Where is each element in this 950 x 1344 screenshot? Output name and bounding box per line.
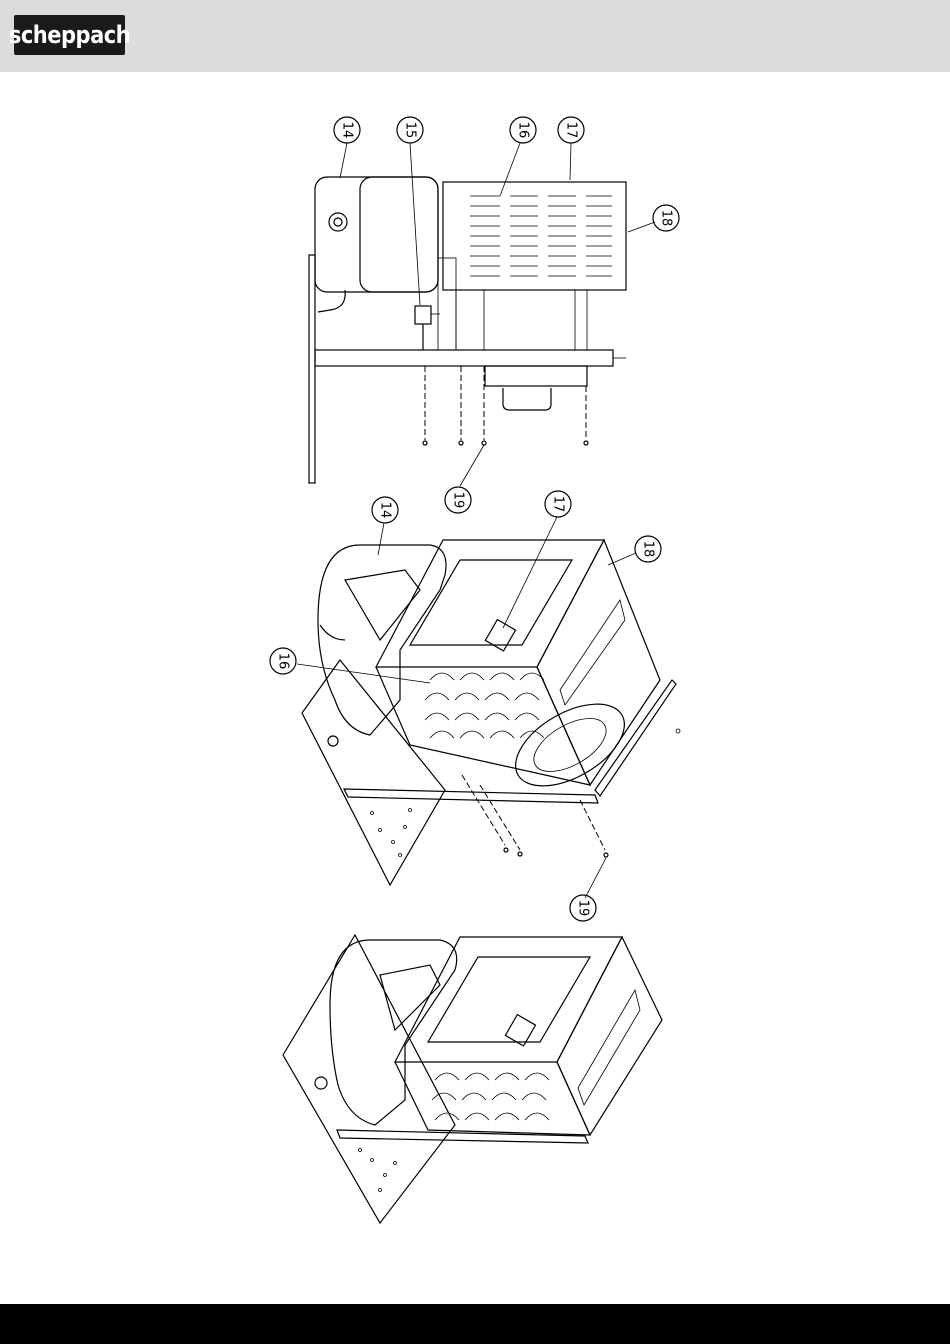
assembled-isometric-view bbox=[283, 935, 662, 1223]
svg-text:17: 17 bbox=[564, 122, 579, 139]
svg-text:14: 14 bbox=[340, 122, 355, 139]
callout-17-top: 17 bbox=[558, 117, 584, 143]
svg-text:15: 15 bbox=[403, 122, 418, 139]
exploded-parts-diagram: 14 15 16 17 18 19 bbox=[0, 72, 950, 1304]
svg-text:18: 18 bbox=[659, 210, 674, 227]
callout-18-top: 18 bbox=[653, 205, 679, 231]
svg-text:16: 16 bbox=[516, 122, 531, 139]
svg-text:14: 14 bbox=[378, 502, 393, 519]
callout-19-top: 19 bbox=[445, 487, 471, 513]
svg-text:19: 19 bbox=[451, 492, 466, 509]
callout-17-exploded: 17 bbox=[545, 491, 571, 517]
callouts-exploded-view: 14 17 18 16 19 bbox=[270, 491, 661, 921]
page-header: scheppach bbox=[0, 0, 950, 72]
svg-text:19: 19 bbox=[576, 900, 591, 917]
callout-14-exploded: 14 bbox=[372, 497, 398, 523]
page-footer bbox=[0, 1304, 950, 1344]
callout-18-exploded: 18 bbox=[635, 536, 661, 562]
scheppach-logo: scheppach bbox=[14, 15, 125, 55]
side-elevation-view bbox=[309, 143, 655, 486]
callout-16-top: 16 bbox=[510, 117, 536, 143]
logo-text: scheppach bbox=[9, 21, 130, 49]
svg-text:17: 17 bbox=[551, 496, 566, 513]
exploded-isometric-view bbox=[297, 517, 680, 898]
svg-text:18: 18 bbox=[641, 541, 656, 558]
callout-16-exploded: 16 bbox=[270, 648, 296, 674]
callout-14-top: 14 bbox=[334, 117, 360, 143]
callout-15-top: 15 bbox=[397, 117, 423, 143]
callout-19-exploded: 19 bbox=[570, 895, 596, 921]
svg-text:16: 16 bbox=[276, 653, 291, 670]
